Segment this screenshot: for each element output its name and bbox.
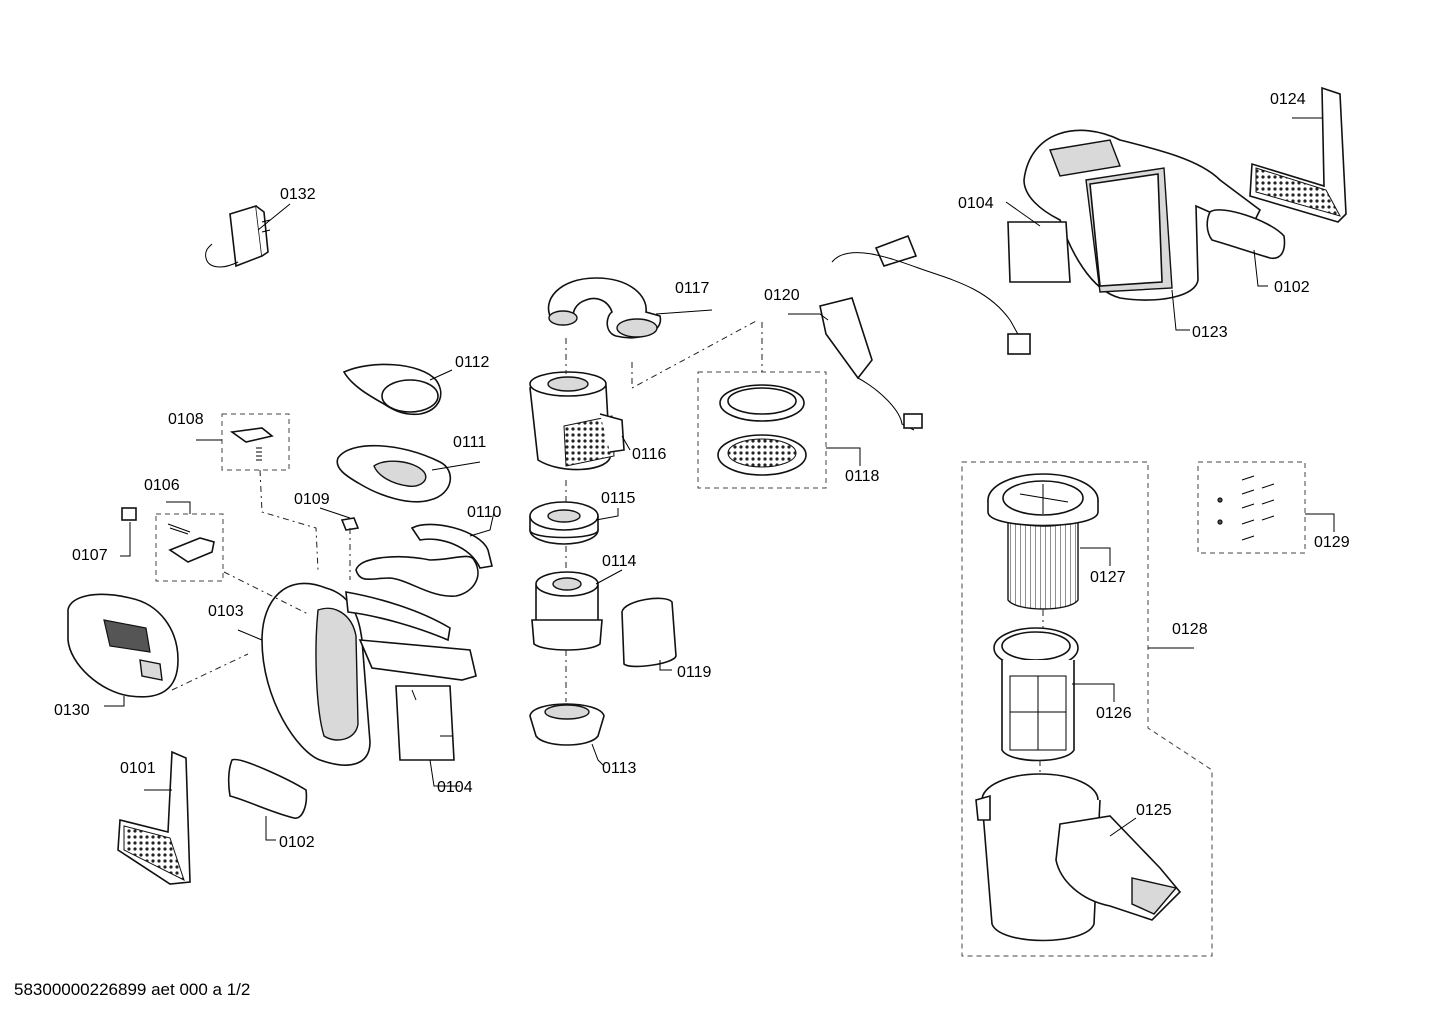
label-0126: 0126 [1096,705,1132,722]
part-0102-pad [227,758,308,841]
label-0104-upper: 0104 [958,195,994,212]
label-0110: 0110 [467,504,502,521]
part-0112-cover [342,363,453,416]
part-0128-dust-container-set [961,461,1213,957]
label-0112: 0112 [455,354,490,371]
label-0108: 0108 [168,411,204,428]
part-0110-frame [355,511,495,597]
label-0124: 0124 [1270,91,1306,108]
label-0106: 0106 [144,477,180,494]
part-0107-clip [120,507,137,557]
label-0111: 0111 [453,434,486,451]
label-0116: 0116 [632,446,667,463]
part-0124-grille-plate [1249,86,1347,223]
part-0130-battery [67,593,179,707]
part-0129-screw-set [1197,461,1335,554]
part-0104-filter-pad-upper [1005,201,1071,283]
part-0108-button [196,413,290,471]
label-0109: 0109 [294,491,330,508]
part-0120-wiring-electronics [788,234,1031,431]
label-0101: 0101 [120,760,156,777]
part-0132-charger [205,203,291,268]
part-0117-duct-elbow [547,277,713,339]
part-0126-filter-cage [993,627,1115,762]
label-0117: 0117 [675,280,710,297]
label-0120: 0120 [764,287,800,304]
part-0115-seal-ring [529,501,619,545]
label-0102-upper: 0102 [1274,279,1310,296]
label-0129: 0129 [1314,534,1350,551]
label-0125: 0125 [1136,802,1172,819]
part-0127-pleated-filter [987,473,1111,610]
part-0116-fan-housing [529,371,631,471]
label-0114: 0114 [602,553,637,570]
part-0125-dust-bin [975,773,1182,942]
part-0109-small-lever [319,507,360,531]
label-0130: 0130 [54,702,90,719]
label-0115: 0115 [601,490,636,507]
drawing-number: 58300000226899 aet 000 a 1/2 [14,980,251,999]
label-0123: 0123 [1192,324,1228,341]
part-0118-filter-set [697,371,861,489]
label-0113: 0113 [602,760,637,777]
label-0132: 0132 [280,186,316,203]
label-0128: 0128 [1172,621,1208,638]
label-0127: 0127 [1090,569,1126,586]
label-0118: 0118 [845,468,880,485]
part-0114-motor [531,569,623,651]
part-labels: 0132 0117 0120 0112 0108 0111 0116 0118 … [54,91,1350,851]
part-0119-filter-sheet [621,597,677,671]
assembly-lines [171,319,1044,774]
part-0104-filter-pad [395,685,460,787]
label-0119: 0119 [677,664,712,681]
part-0106-latch [155,501,224,582]
label-0102-lower: 0102 [279,834,315,851]
part-0113-motor-mount [529,703,605,767]
part-0102-pad-upper [1206,209,1286,287]
label-0104-lower: 0104 [437,779,473,796]
part-0101-grille-plate [117,750,191,885]
part-0103-main-body [237,582,477,766]
part-0111-plate [336,444,481,503]
label-0103: 0103 [208,603,244,620]
label-0107: 0107 [72,547,108,564]
